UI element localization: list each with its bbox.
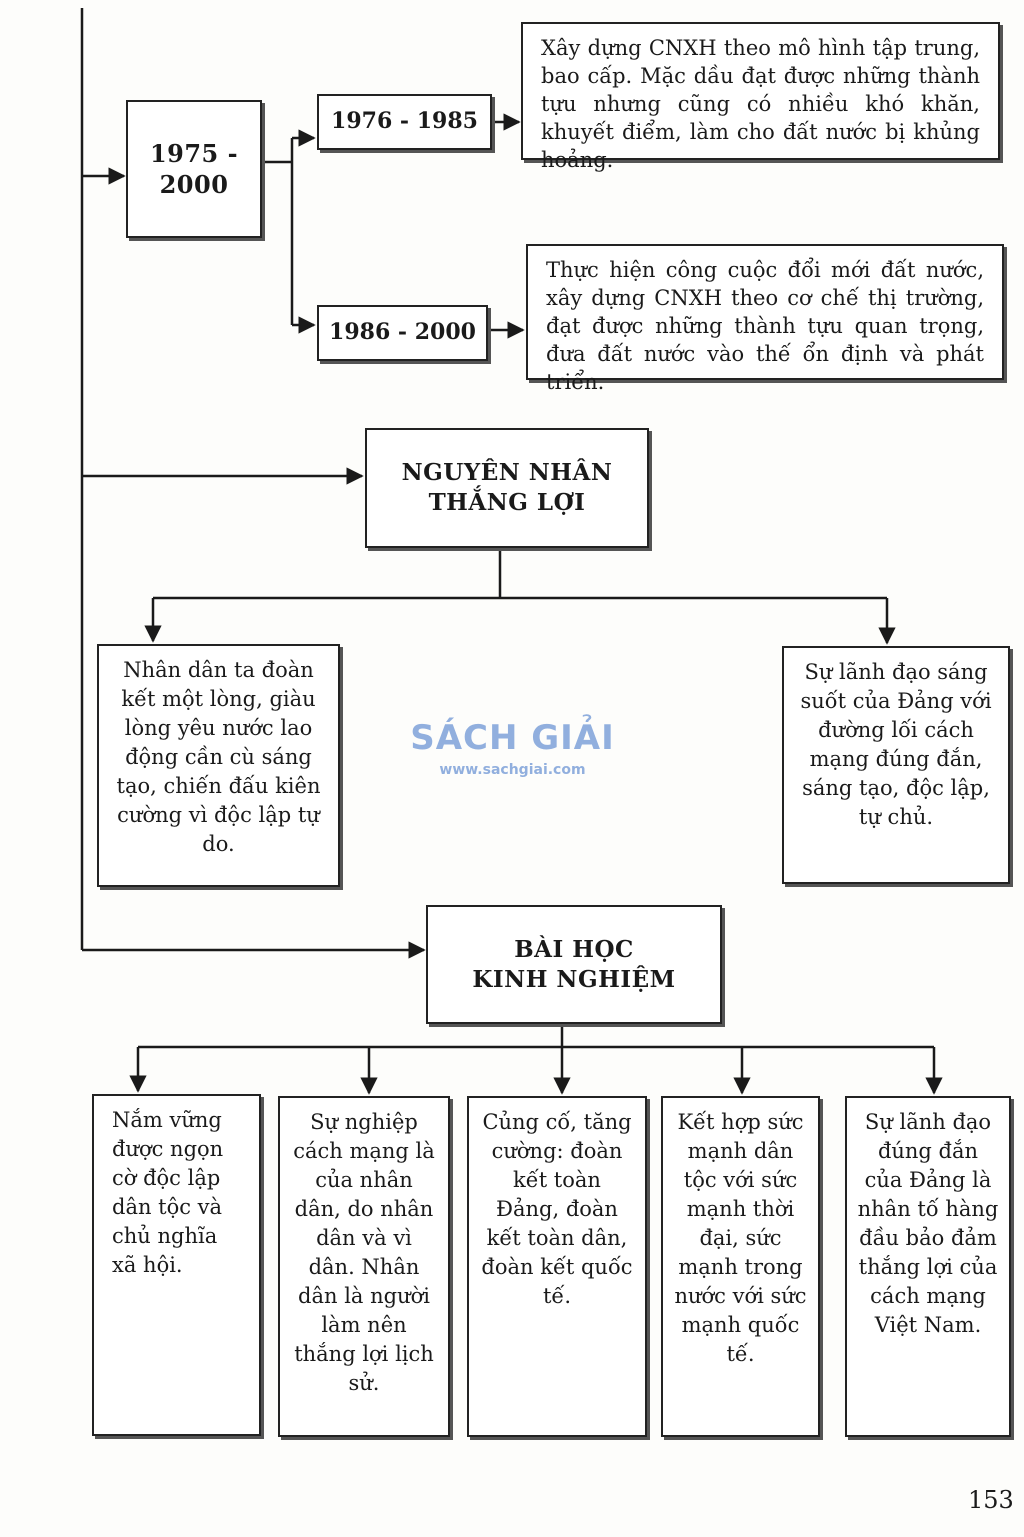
lesson-text-4: Kết hợp sức mạnh dân tộc với sức mạnh th… <box>674 1110 807 1366</box>
desc-1986-2000-text: Thực hiện công cuộc đổi mới đất nước, xâ… <box>546 258 984 394</box>
causes-title-line1: NGUYÊN NHÂN <box>401 459 613 487</box>
page-number: 153 <box>968 1486 1014 1514</box>
lesson-text-5: Sự lãnh đạo đúng đắn của Đảng là nhân tố… <box>857 1110 999 1337</box>
desc-1976-1985-text: Xây dựng CNXH theo mô hình tập trung, ba… <box>541 36 980 172</box>
causes-title-line2: THẮNG LỢI <box>428 489 586 516</box>
lessons-title-box: BÀI HỌC KINH NGHIỆM <box>426 905 722 1024</box>
watermark-url: www.sachgiai.com <box>439 762 586 778</box>
cause-right-text: Sự lãnh đạo sáng suốt của Đảng với đường… <box>800 660 992 829</box>
sub-period-1986-2000-label: 1986 - 2000 <box>329 319 476 346</box>
period-line1: 1975 - <box>149 138 239 168</box>
sub-period-1976-1985-label: 1976 - 1985 <box>331 108 478 135</box>
lesson-box-2: Sự nghiệp cách mạng là của nhân dân, do … <box>278 1096 450 1437</box>
watermark: SÁCH GIẢI www.sachgiai.com <box>405 718 620 778</box>
lesson-box-3: Củng cố, tăng cường: đoàn kết toàn Đảng,… <box>467 1096 647 1437</box>
lesson-text-3: Củng cố, tăng cường: đoàn kết toàn Đảng,… <box>481 1110 633 1308</box>
cause-left-text: Nhân dân ta đoàn kết một lòng, giàu lòng… <box>116 658 321 856</box>
sub-period-1986-2000-box: 1986 - 2000 <box>317 305 488 361</box>
sub-period-1976-1985-box: 1976 - 1985 <box>317 94 492 150</box>
lesson-text-2: Sự nghiệp cách mạng là của nhân dân, do … <box>293 1110 435 1395</box>
lesson-box-4: Kết hợp sức mạnh dân tộc với sức mạnh th… <box>661 1096 820 1437</box>
lesson-box-1: Nắm vững được ngọn cờ độc lập dân tộc và… <box>92 1094 261 1436</box>
causes-title-box: NGUYÊN NHÂN THẮNG LỢI <box>365 428 649 548</box>
desc-1986-2000-box: Thực hiện công cuộc đổi mới đất nước, xâ… <box>526 244 1004 394</box>
lesson-text-1: Nắm vững được ngọn cờ độc lập dân tộc và… <box>112 1108 224 1277</box>
period-line2: 2000 <box>159 170 229 199</box>
cause-left-box: Nhân dân ta đoàn kết một lòng, giàu lòng… <box>97 644 340 887</box>
desc-1976-1985-box: Xây dựng CNXH theo mô hình tập trung, ba… <box>521 22 1000 172</box>
lesson-box-5: Sự lãnh đạo đúng đắn của Đảng là nhân tố… <box>845 1096 1011 1437</box>
period-box: 1975 - 2000 <box>126 100 262 238</box>
lessons-title-line1: BÀI HỌC <box>514 935 634 963</box>
cause-right-box: Sự lãnh đạo sáng suốt của Đảng với đường… <box>782 646 1010 884</box>
watermark-logo-text: SÁCH GIẢI <box>410 718 615 758</box>
lessons-title-line2: KINH NGHIỆM <box>472 965 676 993</box>
